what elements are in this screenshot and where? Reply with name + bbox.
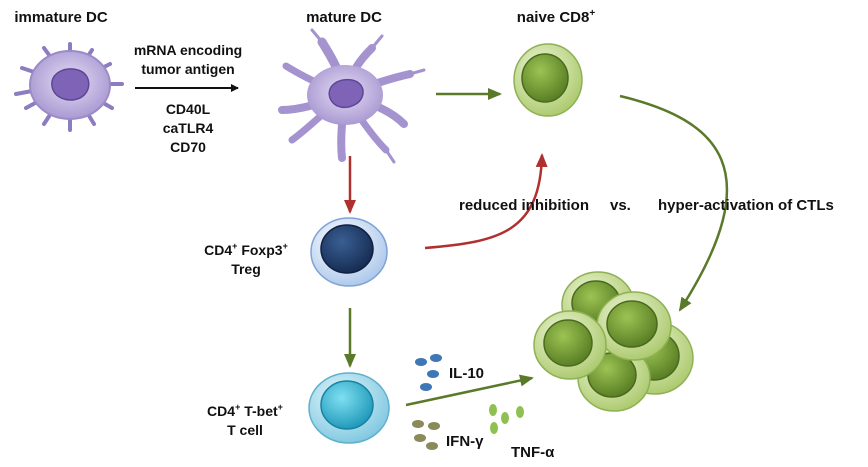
tnfa-dots bbox=[489, 404, 524, 434]
label-catlr4: caTLR4 bbox=[163, 120, 214, 136]
arrow-treg-reduced-inhibition bbox=[424, 153, 548, 250]
label-vs: vs. bbox=[610, 197, 631, 214]
label-cd70: CD70 bbox=[170, 139, 206, 155]
ctl-cluster bbox=[533, 271, 694, 412]
label-treg-line1: CD4+ Foxp3+ bbox=[204, 241, 288, 258]
label-tcell-line2: T cell bbox=[227, 422, 263, 438]
ctl-cell bbox=[533, 310, 607, 380]
label-naive-cd8: naive CD8+ bbox=[517, 8, 596, 26]
label-il10: IL-10 bbox=[449, 365, 484, 382]
arrow-naive-to-ctls bbox=[619, 94, 729, 312]
il10-dots bbox=[415, 354, 442, 391]
naive-cd8-cell bbox=[513, 43, 583, 117]
label-mrna-line1: mRNA encoding bbox=[134, 42, 242, 58]
label-mrna-line2: tumor antigen bbox=[141, 61, 234, 77]
label-tnfa: TNF-α bbox=[511, 444, 555, 461]
immature-dc-cell bbox=[14, 42, 124, 132]
treg-cell bbox=[310, 217, 388, 287]
mature-dc-cell bbox=[278, 28, 426, 164]
label-cd40l: CD40L bbox=[166, 101, 211, 117]
label-ifng: IFN-γ bbox=[446, 433, 484, 450]
label-hyper-activation: hyper-activation of CTLs bbox=[658, 197, 834, 214]
label-tcell-line1: CD4+ T-bet+ bbox=[207, 402, 283, 419]
ifng-dots bbox=[412, 420, 440, 450]
label-mature-dc: mature DC bbox=[306, 9, 382, 26]
arrow-tcell-to-ctls bbox=[405, 374, 534, 407]
tbet-t-cell bbox=[308, 372, 390, 444]
label-treg-line2: Treg bbox=[231, 261, 261, 277]
label-immature-dc: immature DC bbox=[14, 9, 108, 26]
label-reduced-inhibition: reduced inhibition bbox=[459, 197, 589, 214]
ctl-cell bbox=[596, 291, 672, 361]
